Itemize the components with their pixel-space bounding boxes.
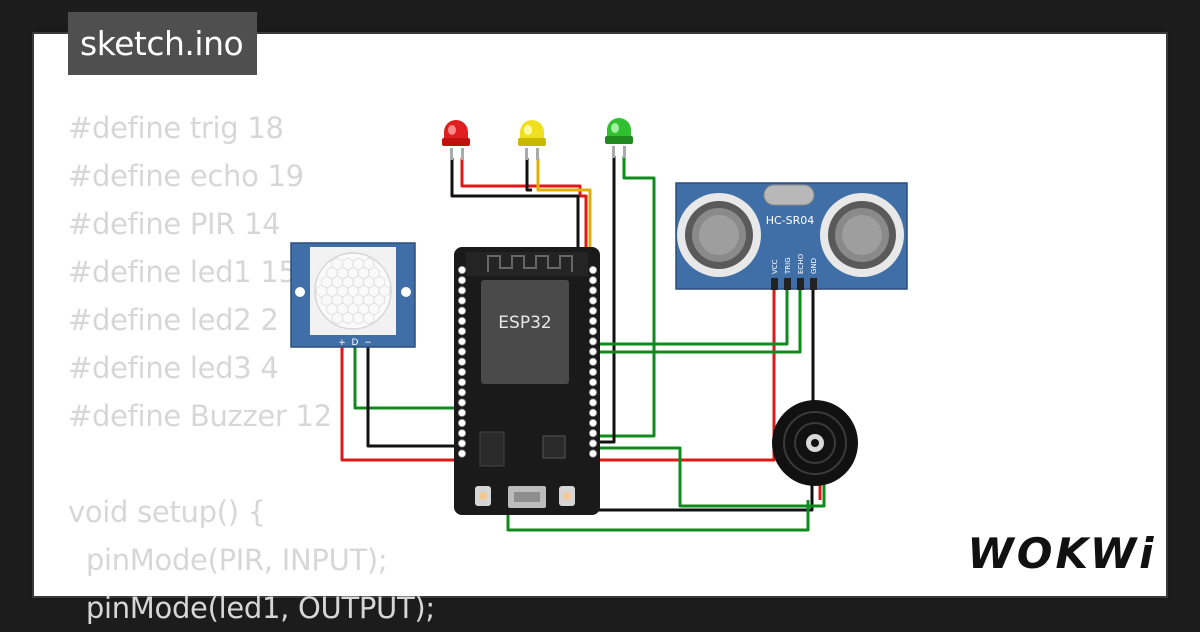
code-line: pinMode(PIR, INPUT);: [68, 543, 388, 577]
crystal: [763, 184, 815, 206]
header-pin[interactable]: [589, 327, 598, 336]
led-yellow[interactable]: [518, 120, 546, 160]
wire-pir-data: [353, 345, 462, 410]
header-pin[interactable]: [589, 265, 598, 274]
header-pin[interactable]: [589, 378, 598, 387]
header-pin[interactable]: [589, 398, 598, 407]
code-line: void setup() {: [68, 495, 266, 529]
header-pin[interactable]: [589, 296, 598, 305]
header-pin[interactable]: [457, 347, 466, 356]
header-pin[interactable]: [589, 367, 598, 376]
wokwi-logo: WOKWi: [967, 529, 1156, 578]
header-pin[interactable]: [457, 398, 466, 407]
pir-sensor[interactable]: + D −: [290, 242, 416, 348]
transducer-right: [820, 193, 904, 277]
code-line: #define led3 4: [68, 351, 279, 385]
header-pin[interactable]: [589, 316, 598, 325]
header-pin[interactable]: [457, 327, 466, 336]
header-pin[interactable]: [457, 306, 466, 315]
usb-chip: [542, 435, 566, 459]
header-pin[interactable]: [457, 276, 466, 285]
header-pin[interactable]: [457, 378, 466, 387]
pir-lens-pattern: [315, 257, 391, 325]
header-pin[interactable]: [457, 357, 466, 366]
pir-pin-data: D: [352, 338, 359, 348]
hc-sr04-sensor[interactable]: HC-SR04 VCC TRIG ECHO GND: [675, 182, 908, 290]
sonar-label: HC-SR04: [766, 214, 815, 227]
header-pin[interactable]: [457, 449, 466, 458]
sonar-pin-gnd: GND: [810, 258, 818, 274]
pcb-antenna: [487, 255, 573, 272]
header-pin[interactable]: [589, 286, 598, 295]
sonar-pin-echo: ECHO: [797, 253, 805, 274]
led-red[interactable]: [442, 120, 470, 160]
code-line: #define trig 18: [68, 111, 284, 145]
header-pin[interactable]: [457, 439, 466, 448]
header-pin[interactable]: [589, 449, 598, 458]
wire-sonar-echo: [596, 290, 802, 354]
code-line: #define Buzzer 12: [68, 399, 332, 433]
wire-buzzer-io: [596, 446, 826, 508]
pir-pin-gnd: −: [364, 338, 372, 348]
header-pin[interactable]: [457, 265, 466, 274]
pir-pin-vcc: +: [338, 338, 346, 348]
esp32-board[interactable]: ESP32: [454, 247, 600, 515]
header-pin[interactable]: [589, 276, 598, 285]
pir-dome: [314, 252, 392, 330]
code-line: #define led2 2: [68, 303, 279, 337]
header-pin[interactable]: [457, 388, 466, 397]
logo-text: WOKWi: [967, 529, 1156, 578]
code-line: pinMode(led1, OUTPUT);: [68, 591, 435, 625]
esp32-module: [481, 280, 569, 384]
header-pin[interactable]: [457, 408, 466, 417]
led-green[interactable]: [605, 118, 633, 158]
sonar-pin-trig: TRIG: [784, 257, 792, 275]
header-pin[interactable]: [457, 316, 466, 325]
wire-led2-cathode: [525, 158, 532, 192]
transducer-left: [677, 193, 761, 277]
code-line: #define PIR 14: [68, 207, 281, 241]
wire-sonar-vcc: [596, 290, 776, 462]
header-pin[interactable]: [457, 367, 466, 376]
wire-led3-anode: [596, 156, 656, 438]
esp32-label: ESP32: [498, 313, 551, 333]
code-line: #define echo 19: [68, 159, 304, 193]
header-pin[interactable]: [589, 429, 598, 438]
header-pin[interactable]: [589, 388, 598, 397]
header-pin[interactable]: [589, 357, 598, 366]
buzzer[interactable]: [772, 400, 858, 486]
sonar-pin-vcc: VCC: [771, 259, 779, 274]
file-tab[interactable]: sketch.ino: [68, 12, 258, 75]
header-pin[interactable]: [589, 439, 598, 448]
header-pin[interactable]: [457, 429, 466, 438]
header-pin[interactable]: [589, 337, 598, 346]
header-pin[interactable]: [457, 296, 466, 305]
wire-sonar-trig: [596, 290, 789, 346]
header-pin[interactable]: [457, 418, 466, 427]
wire-pir-gnd: [366, 345, 462, 448]
header-pin[interactable]: [589, 306, 598, 315]
header-pin[interactable]: [589, 347, 598, 356]
wire-led3-cathode: [596, 156, 616, 444]
pin-column-right: [589, 265, 598, 458]
regulator: [479, 431, 505, 467]
header-pin[interactable]: [457, 337, 466, 346]
header-pin[interactable]: [589, 418, 598, 427]
header-pin[interactable]: [589, 408, 598, 417]
pin-column-left: [457, 265, 466, 458]
lens-cell: [363, 311, 375, 325]
wire-pir-vcc: [340, 345, 462, 462]
header-pin[interactable]: [457, 286, 466, 295]
